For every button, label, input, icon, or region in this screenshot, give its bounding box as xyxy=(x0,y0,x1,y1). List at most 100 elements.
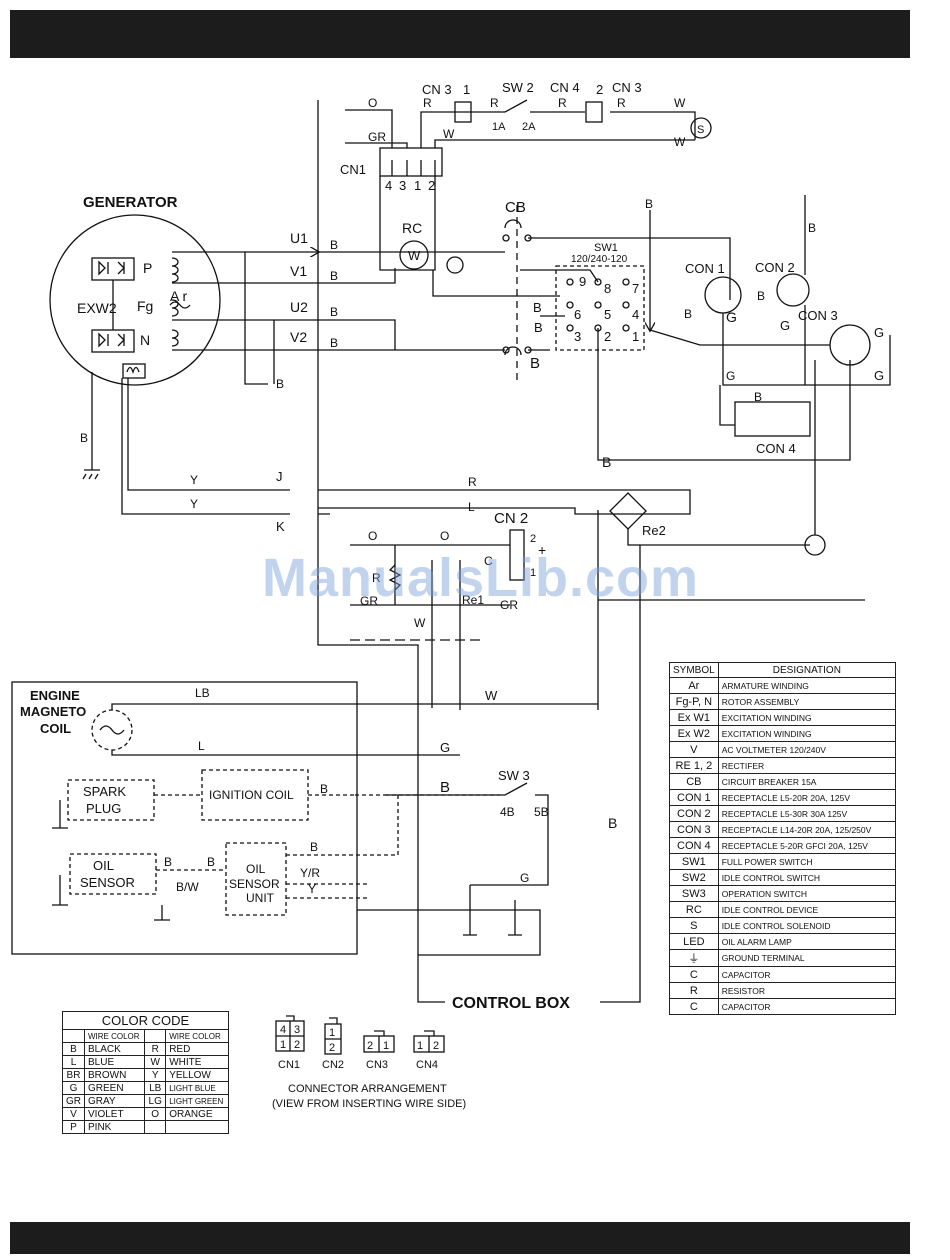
connector-arrangement xyxy=(275,1015,445,1055)
symbol-cell: V xyxy=(669,741,719,758)
symbol-cell: CON 1 xyxy=(669,789,719,806)
cn1-label: CN1 xyxy=(340,162,366,177)
wire-o-top xyxy=(345,109,393,148)
wire-label-b: B xyxy=(440,779,450,796)
designation-cell: EXCITATION WINDING xyxy=(717,725,897,742)
rc-w: W xyxy=(408,248,421,263)
sw2-1a: 1A xyxy=(492,121,506,133)
color-code-name: LIGHT GREEN xyxy=(165,1094,229,1108)
symbol-table-row: ⏚GROUND TERMINAL xyxy=(669,949,897,967)
cn4-label: CN 4 xyxy=(550,80,580,95)
wire-label-y: Y xyxy=(190,473,198,487)
cn4-box xyxy=(585,101,603,123)
symbol-cell: SW3 xyxy=(669,885,719,902)
wire-label-b: B xyxy=(602,454,611,470)
wire-label-r: R xyxy=(617,96,626,110)
cn1-caption: CN1 xyxy=(278,1059,300,1071)
wire-label-b: B xyxy=(207,855,215,869)
color-code-name xyxy=(165,1120,229,1134)
cn1-pin: 2 xyxy=(294,1039,300,1051)
color-code-abbrev: V xyxy=(62,1107,85,1121)
wire-label-r: R xyxy=(372,571,381,585)
wire-label-b: B xyxy=(608,815,617,831)
sw1-pin: 8 xyxy=(604,281,611,296)
symbol-cell: Ar xyxy=(669,677,719,694)
color-code-abbrev: LB xyxy=(144,1081,167,1095)
wire-label-b: B xyxy=(754,390,762,404)
designation-cell: GROUND TERMINAL xyxy=(717,949,897,967)
sensor-unit-sensor: SENSOR xyxy=(229,877,280,891)
symbol-header: SYMBOL xyxy=(669,662,719,678)
symbol-cell: C xyxy=(669,966,719,983)
sensor-label: SENSOR xyxy=(80,875,135,890)
color-code-name: ORANGE xyxy=(165,1107,229,1121)
cn2-wiring xyxy=(350,544,510,710)
color-code-abbrev: LG xyxy=(144,1094,167,1108)
color-code-name: PINK xyxy=(83,1120,146,1134)
cn3-caption: CN3 xyxy=(366,1059,388,1071)
wire-label-w: W xyxy=(414,616,426,630)
control-box-border xyxy=(317,100,445,1003)
symbol-cell: CB xyxy=(669,773,719,790)
color-code-name: YELLOW xyxy=(165,1068,229,1082)
designation-cell: OPERATION SWITCH xyxy=(717,885,897,902)
color-code-abbrev: G xyxy=(62,1081,85,1095)
color-code-name: GRAY xyxy=(83,1094,146,1108)
designation-cell: CIRCUIT BREAKER 15A xyxy=(717,773,897,790)
connector-caption-sub: (VIEW FROM INSERTING WIRE SIDE) xyxy=(272,1098,466,1110)
wire-label-r: R xyxy=(423,96,432,110)
color-code-name: BROWN xyxy=(83,1068,146,1082)
sw3-4b: 4B xyxy=(500,805,515,819)
symbol-cell: ⏚ xyxy=(669,949,719,967)
wire-label-b: B xyxy=(320,782,328,796)
oil-sensor-box xyxy=(69,853,157,895)
wire-label-g: G xyxy=(440,740,450,755)
cn1-pin: 4 xyxy=(385,178,392,193)
color-code-abbrev: O xyxy=(144,1107,167,1121)
con2-receptacle xyxy=(776,273,810,307)
sw1-pin: 7 xyxy=(632,281,639,296)
symbol-cell: Fg-P, N xyxy=(669,693,719,710)
color-code-name: RED xyxy=(165,1042,229,1056)
wire-label-b: B xyxy=(164,855,172,869)
sw1-pin: 1 xyxy=(632,329,639,344)
wire-label-lb: LB xyxy=(195,686,210,700)
designation-cell: OIL ALARM LAMP xyxy=(717,933,897,950)
engine-label: ENGINE xyxy=(30,688,80,703)
wire-label-l: L xyxy=(468,500,475,514)
spark-plug-box xyxy=(67,779,155,821)
cn4-pin: 1 xyxy=(417,1040,423,1052)
cn3-label: CN 3 xyxy=(422,82,452,97)
cn2-pin: + xyxy=(538,542,546,558)
symbol-cell: Ex W2 xyxy=(669,725,719,742)
wire-label-o: O xyxy=(368,96,377,110)
wire-label-y: Y xyxy=(308,882,316,896)
designation-cell: FULL POWER SWITCH xyxy=(717,853,897,870)
engine-ground-symbols xyxy=(52,800,170,921)
wire-label-l: L xyxy=(198,739,205,753)
sw1-pin: 4 xyxy=(632,307,639,322)
oil-label: OIL xyxy=(93,858,114,873)
designation-cell: RECEPTACLE L14-20R 20A, 125/250V xyxy=(717,821,897,838)
sw2-2a: 2A xyxy=(522,121,536,133)
u2-label: U2 xyxy=(290,299,308,315)
color-code-abbrev: L xyxy=(62,1055,85,1069)
con4-receptacle xyxy=(734,401,811,437)
designation-cell: IDLE CONTROL DEVICE xyxy=(717,901,897,918)
cn2-pin: 1 xyxy=(530,567,536,579)
sw1-pin: 6 xyxy=(574,307,581,322)
wire-label-yr: Y/R xyxy=(300,866,320,880)
color-code-abbrev: P xyxy=(62,1120,85,1134)
ground-symbol xyxy=(82,372,100,480)
generator xyxy=(49,214,221,386)
